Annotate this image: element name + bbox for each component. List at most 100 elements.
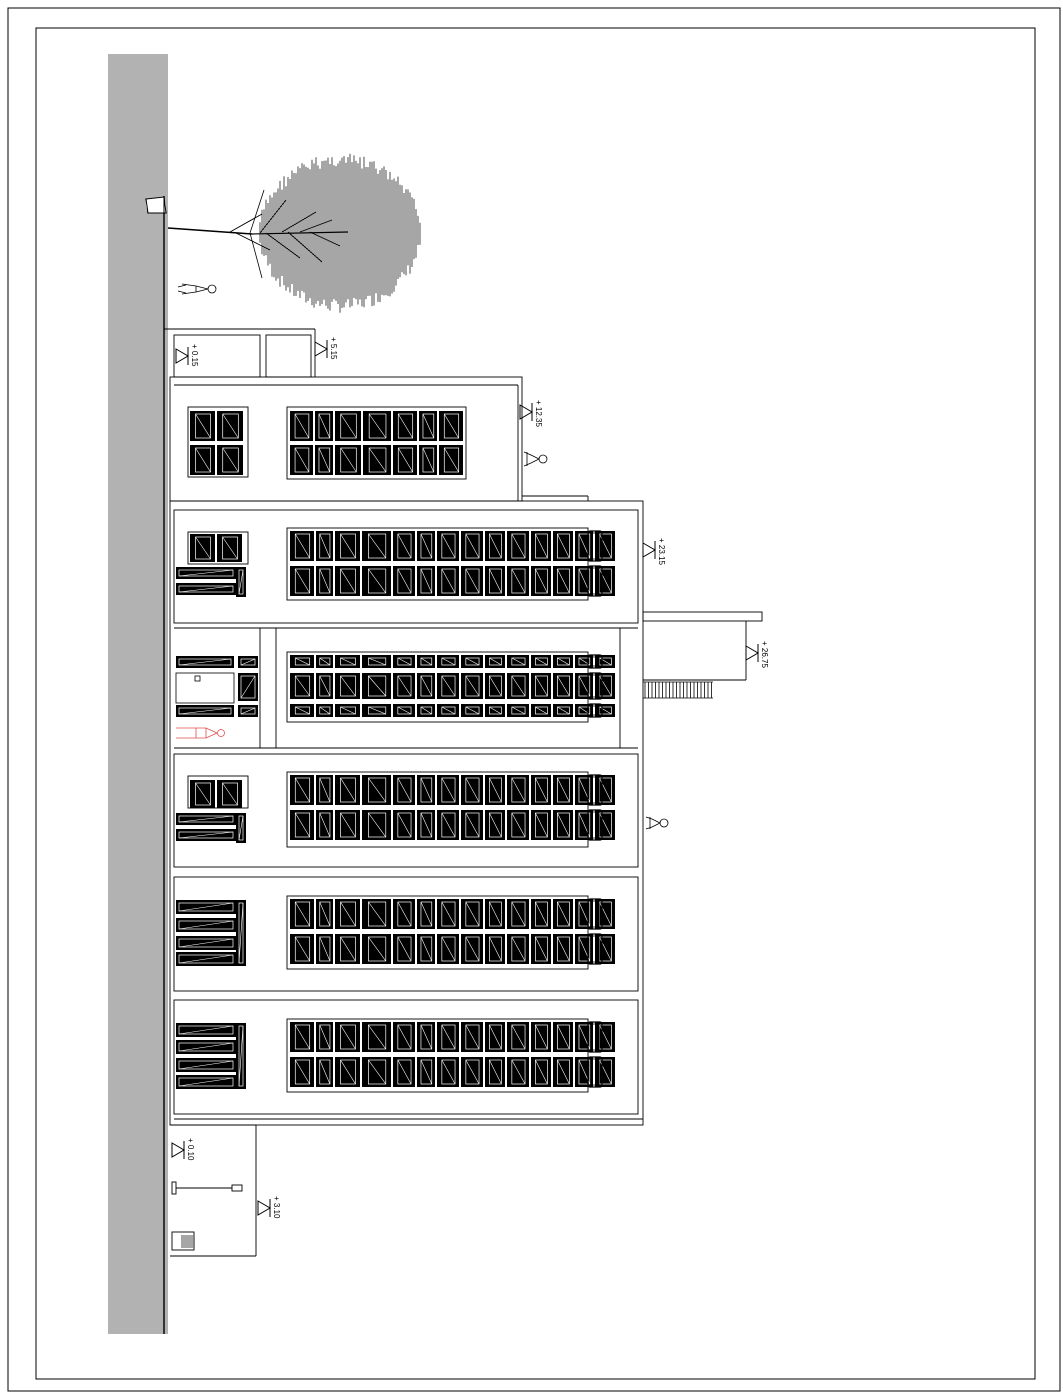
window-pane — [575, 1022, 593, 1052]
window-pane — [190, 534, 215, 562]
person-figure-icon — [523, 451, 548, 467]
window-pane — [485, 655, 505, 668]
window-pane — [362, 531, 391, 561]
window-pane — [362, 655, 391, 668]
window-pane — [417, 531, 435, 561]
window-pane — [595, 531, 615, 561]
window-pane — [316, 566, 333, 596]
window-pane — [553, 1057, 573, 1087]
window-pane — [595, 566, 615, 596]
window-pane — [507, 1057, 529, 1087]
level-marker-5-15: + 5.15 — [314, 337, 338, 360]
window-pane — [419, 445, 437, 475]
window-pane — [417, 704, 435, 717]
window-pane — [290, 673, 314, 699]
window-pane — [238, 656, 258, 668]
window-pane — [461, 1057, 483, 1087]
window-pane — [437, 934, 459, 964]
window-pane — [217, 445, 243, 475]
window-pane — [290, 445, 313, 475]
window-pane — [553, 775, 573, 805]
window-pane — [290, 411, 313, 441]
window-pane — [335, 810, 360, 840]
window-pane — [176, 1075, 236, 1089]
window-pane — [553, 673, 573, 699]
window-pane — [176, 1058, 236, 1072]
window-pane — [335, 445, 361, 475]
window-pane — [236, 813, 246, 843]
window-pane — [316, 655, 333, 668]
window-pane — [437, 775, 459, 805]
window-pane — [335, 704, 360, 717]
window-pane — [290, 1022, 314, 1052]
window-pane — [236, 567, 246, 597]
railing — [643, 681, 713, 699]
window-pane — [290, 775, 314, 805]
window-pane — [461, 704, 483, 717]
level-label: + 26.75 — [760, 641, 769, 668]
window-pane — [290, 566, 314, 596]
window-pane — [316, 899, 333, 929]
window-pane — [553, 1022, 573, 1052]
window-pane — [439, 411, 463, 441]
window-pane — [461, 1022, 483, 1052]
window-pane — [437, 531, 459, 561]
window-pane — [316, 673, 333, 699]
window-pane — [595, 775, 615, 805]
window-pane — [362, 704, 391, 717]
window-pane — [393, 411, 417, 441]
window-pane — [393, 445, 417, 475]
window-pane — [176, 567, 236, 579]
window-pane — [238, 673, 258, 701]
window-pane — [417, 1022, 435, 1052]
window-pane — [417, 810, 435, 840]
level-label: + 3.10 — [272, 1196, 281, 1219]
entrance-block — [164, 328, 316, 378]
window-pane — [437, 566, 459, 596]
window-pane — [575, 673, 593, 699]
window-pane — [461, 566, 483, 596]
window-pane — [176, 656, 234, 668]
window-pane — [531, 1022, 551, 1052]
sheet-inner-border — [35, 27, 1036, 1380]
window-pane — [575, 531, 593, 561]
window-pane — [315, 445, 333, 475]
window-pane — [485, 1022, 505, 1052]
window-pane — [437, 704, 459, 717]
planter — [145, 196, 167, 214]
window-bands — [176, 406, 615, 1093]
window-pane — [363, 411, 391, 441]
window-pane — [437, 1057, 459, 1087]
window-pane — [437, 673, 459, 699]
window-pane — [176, 583, 236, 595]
window-pane — [485, 531, 505, 561]
window-pane — [531, 531, 551, 561]
window-pane — [553, 566, 573, 596]
window-pane — [531, 673, 551, 699]
level-label: + 23.15 — [657, 538, 666, 565]
window-pane — [485, 810, 505, 840]
window-pane — [595, 655, 615, 668]
window-pane — [335, 673, 360, 699]
window-pane — [461, 899, 483, 929]
window-pane — [575, 899, 593, 929]
window-pane — [507, 775, 529, 805]
annex-block — [170, 1124, 257, 1257]
window-pane — [176, 900, 236, 914]
window-pane — [595, 673, 615, 699]
window-pane — [176, 829, 236, 841]
window-pane — [461, 655, 483, 668]
window-pane — [335, 531, 360, 561]
window-pane — [437, 1022, 459, 1052]
sheet-outer-border — [7, 7, 1061, 1392]
window-pane — [393, 1022, 415, 1052]
window-pane — [316, 810, 333, 840]
window-pane — [290, 899, 314, 929]
window-pane — [437, 655, 459, 668]
window-pane — [217, 534, 242, 562]
window-pane — [362, 810, 391, 840]
window-pane — [461, 775, 483, 805]
window-pane — [316, 1057, 333, 1087]
window-pane — [553, 810, 573, 840]
window-pane — [176, 918, 236, 932]
